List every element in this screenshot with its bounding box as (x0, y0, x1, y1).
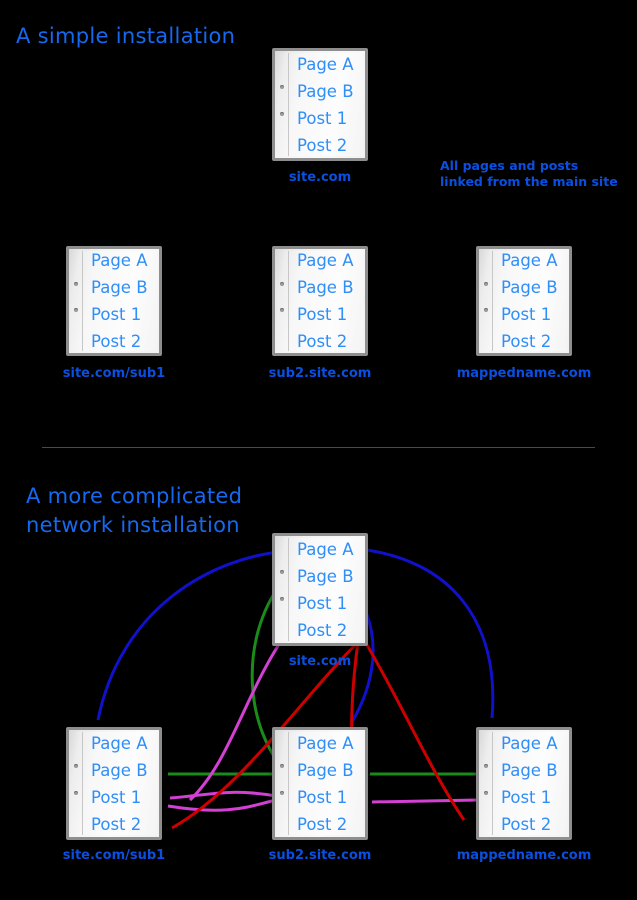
paper-sheet (481, 251, 567, 351)
binder-hole-icon (280, 308, 284, 313)
binder-hole-icon (280, 764, 284, 769)
arrow-blue-main-to-sub1 (96, 549, 291, 721)
margin-line-icon (82, 732, 83, 835)
margin-line-icon (82, 251, 83, 351)
paper-sheet (71, 732, 157, 835)
list-item-page-b[interactable]: Page B (91, 278, 148, 297)
card-caption-simple-main: site.com (288, 170, 352, 185)
annotation-note: All pages and posts linked from the main… (440, 158, 618, 189)
margin-line-icon (492, 732, 493, 835)
binder-hole-icon (484, 282, 488, 287)
list-item-post-2[interactable]: Post 2 (297, 620, 348, 640)
binder-hole-icon (484, 764, 488, 769)
card-caption-network-mapped: mappedname.com (456, 848, 592, 863)
list-item-page-a[interactable]: Page A (501, 733, 558, 753)
page-list: Page A Page B Post 1 Post 2 (297, 730, 361, 838)
list-item-page-b[interactable]: Page B (501, 278, 558, 297)
site-card-network-main[interactable]: Page A Page B Post 1 Post 2 (272, 533, 368, 646)
margin-line-icon (288, 732, 289, 835)
paper-sheet (277, 251, 363, 351)
card-caption-network-main: site.com (288, 654, 352, 669)
binder-hole-icon (280, 85, 284, 90)
card-caption-simple-sub1: site.com/sub1 (62, 366, 166, 381)
binder-hole-icon (280, 570, 284, 575)
binder-hole-icon (280, 790, 284, 795)
paper-sheet (277, 732, 363, 835)
arrow-magenta-sub1-to-sub2 (167, 798, 277, 812)
list-item-post-1[interactable]: Post 1 (297, 305, 348, 324)
list-item-page-a[interactable]: Page A (297, 54, 354, 74)
page-list: Page A Page B Post 1 Post 2 (501, 247, 565, 355)
page-list: Page A Page B Post 1 Post 2 (91, 247, 155, 355)
binder-hole-icon (74, 282, 78, 287)
site-card-network-mapped[interactable]: Page A Page B Post 1 Post 2 (476, 727, 572, 840)
arrow-blue-main-to-mapped (359, 547, 495, 719)
list-item-post-2[interactable]: Post 2 (501, 814, 552, 834)
list-item-page-b[interactable]: Page B (91, 760, 148, 780)
list-item-post-2[interactable]: Post 2 (91, 814, 142, 834)
list-item-page-a[interactable]: Page A (91, 733, 148, 753)
arrow-magenta-sub2-to-sub1 (169, 790, 277, 800)
list-item-page-a[interactable]: Page A (297, 733, 354, 753)
binder-hole-icon (280, 111, 284, 116)
list-item-page-b[interactable]: Page B (297, 278, 354, 297)
card-caption-network-sub2: sub2.site.com (268, 848, 372, 863)
paper-sheet (277, 538, 363, 641)
paper-sheet (277, 53, 363, 156)
list-item-page-b[interactable]: Page B (297, 81, 354, 101)
site-card-simple-mapped[interactable]: Page A Page B Post 1 Post 2 (476, 246, 572, 356)
page-list: Page A Page B Post 1 Post 2 (297, 536, 361, 644)
list-item-post-2[interactable]: Post 2 (297, 814, 348, 834)
page-list: Page A Page B Post 1 Post 2 (297, 51, 361, 159)
list-item-page-a[interactable]: Page A (297, 251, 354, 270)
arrow-magenta-sub2-to-mapped (371, 798, 479, 804)
section-title-network: A more complicated network installation (26, 484, 243, 537)
site-card-network-sub2[interactable]: Page A Page B Post 1 Post 2 (272, 727, 368, 840)
margin-line-icon (288, 251, 289, 351)
margin-line-icon (492, 251, 493, 351)
paper-sheet (481, 732, 567, 835)
list-item-post-2[interactable]: Post 2 (91, 332, 142, 351)
site-card-simple-main[interactable]: Page A Page B Post 1 Post 2 (272, 48, 368, 161)
binder-hole-icon (484, 308, 488, 313)
site-card-network-sub1[interactable]: Page A Page B Post 1 Post 2 (66, 727, 162, 840)
list-item-post-1[interactable]: Post 1 (501, 305, 552, 324)
site-card-simple-sub1[interactable]: Page A Page B Post 1 Post 2 (66, 246, 162, 356)
list-item-post-1[interactable]: Post 1 (297, 593, 348, 613)
binder-hole-icon (74, 790, 78, 795)
section-title-simple: A simple installation (16, 24, 236, 48)
list-item-post-2[interactable]: Post 2 (501, 332, 552, 351)
section-divider (42, 447, 595, 448)
binder-hole-icon (74, 764, 78, 769)
list-item-page-b[interactable]: Page B (297, 566, 354, 586)
list-item-page-a[interactable]: Page A (501, 251, 558, 270)
list-item-post-2[interactable]: Post 2 (297, 332, 348, 351)
card-caption-simple-sub2: sub2.site.com (268, 366, 372, 381)
arrow-red-main-to-mapped (362, 639, 466, 821)
list-item-post-1[interactable]: Post 1 (297, 108, 348, 128)
page-list: Page A Page B Post 1 Post 2 (91, 730, 155, 838)
list-item-post-1[interactable]: Post 1 (501, 787, 552, 807)
paper-sheet (71, 251, 157, 351)
binder-hole-icon (280, 596, 284, 601)
binder-hole-icon (74, 308, 78, 313)
card-caption-network-sub1: site.com/sub1 (62, 848, 166, 863)
page-list: Page A Page B Post 1 Post 2 (501, 730, 565, 838)
list-item-page-a[interactable]: Page A (297, 539, 354, 559)
list-item-page-b[interactable]: Page B (297, 760, 354, 780)
list-item-post-1[interactable]: Post 1 (91, 305, 142, 324)
binder-hole-icon (280, 282, 284, 287)
margin-line-icon (288, 53, 289, 156)
binder-hole-icon (484, 790, 488, 795)
list-item-page-a[interactable]: Page A (91, 251, 148, 270)
list-item-post-1[interactable]: Post 1 (297, 787, 348, 807)
page-list: Page A Page B Post 1 Post 2 (297, 247, 361, 355)
card-caption-simple-mapped: mappedname.com (456, 366, 592, 381)
list-item-page-b[interactable]: Page B (501, 760, 558, 780)
list-item-post-1[interactable]: Post 1 (91, 787, 142, 807)
site-card-simple-sub2[interactable]: Page A Page B Post 1 Post 2 (272, 246, 368, 356)
list-item-post-2[interactable]: Post 2 (297, 135, 348, 155)
margin-line-icon (288, 538, 289, 641)
